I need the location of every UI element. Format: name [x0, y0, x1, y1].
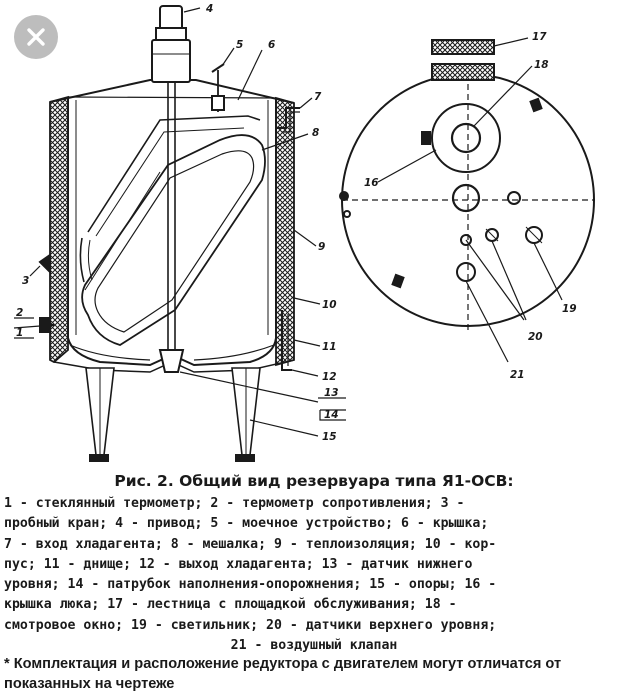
callout-13: 13 — [324, 387, 339, 399]
callout-1: 1 — [16, 327, 23, 339]
callout-8: 8 — [312, 127, 319, 139]
legend-line: пробный кран; 4 - привод; 5 - моечное ус… — [4, 516, 489, 532]
callout-numbers: 4 5 6 7 8 3 2 1 9 10 11 12 13 14 15 17 1… — [16, 3, 577, 443]
close-button[interactable] — [14, 15, 58, 59]
callout-6: 6 — [268, 39, 275, 51]
legend-line: смотровое окно; 19 - светильник; 20 - да… — [4, 617, 497, 633]
legend-line: уровня; 14 - патрубок наполнения-опорожн… — [4, 577, 497, 593]
level-sensor — [460, 234, 472, 246]
callout-7: 7 — [314, 91, 322, 103]
drive-motor — [159, 5, 183, 31]
callout-10: 10 — [322, 299, 337, 311]
callout-16: 16 — [364, 177, 379, 189]
insulation-right — [275, 96, 295, 367]
legend-line: 1 - стеклянный термометр; 2 - термометр … — [4, 496, 465, 511]
tank-lid — [49, 79, 295, 104]
thermometer — [39, 317, 51, 333]
callout-21: 21 — [510, 369, 525, 381]
callout-17: 17 — [532, 31, 547, 43]
footnote: * Комплектация и расположение редуктора … — [4, 656, 562, 692]
tank-side-view — [38, 5, 300, 462]
legend-line: крышка люка; 17 - лестница с площадкой о… — [4, 597, 457, 613]
callout-20: 20 — [528, 331, 543, 343]
tank-top-view — [339, 39, 595, 332]
service-ladder — [431, 39, 495, 55]
callout-12: 12 — [322, 371, 337, 383]
figure-legend: 1 - стеклянный термометр; 2 - термометр … — [4, 494, 624, 656]
callout-19: 19 — [562, 303, 577, 315]
legend-line: 21 - воздушный клапан — [230, 638, 398, 654]
drive-gearbox — [151, 39, 191, 83]
callout-5: 5 — [236, 39, 243, 51]
callout-18: 18 — [534, 59, 549, 71]
callout-3: 3 — [22, 275, 29, 287]
callout-2: 2 — [16, 307, 23, 319]
tank-drawing: 4 5 6 7 8 3 2 1 9 10 11 12 13 14 15 17 1… — [13, 3, 595, 462]
callout-14: 14 — [324, 409, 339, 421]
coolant-inlet — [276, 107, 300, 129]
callout-9: 9 — [318, 241, 325, 253]
sample-tap — [38, 253, 51, 275]
callout-15: 15 — [322, 431, 337, 443]
callout-4: 4 — [205, 3, 213, 15]
figure-caption: Рис. 2. Общий вид резервуара типа Я1-ОСВ… — [114, 472, 514, 490]
callout-11: 11 — [322, 341, 337, 353]
hatch-cover — [431, 103, 501, 173]
insulation-left — [49, 95, 69, 364]
legend-line: пус; 11 - днище; 12 - выход хладагента; … — [4, 556, 473, 572]
agitator-frame — [81, 134, 266, 346]
close-icon — [27, 28, 45, 46]
coolant-outlet — [281, 310, 292, 371]
legend-line: 7 - вход хладагента; 8 - мешалка; 9 - те… — [4, 536, 497, 552]
